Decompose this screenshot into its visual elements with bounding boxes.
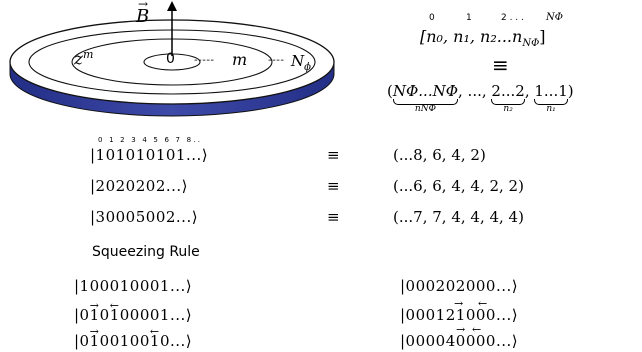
ring-dashes: ----- <box>194 55 215 66</box>
field-vector-arrow: → <box>138 0 149 11</box>
arrow-left-icon: ← <box>109 299 120 312</box>
disk-illustration <box>9 1 335 117</box>
equiv-row-1: ≡ <box>327 146 340 164</box>
occupation-index-n: NΦ <box>546 12 563 23</box>
ring-left-label: zm <box>74 48 94 70</box>
group-nphi-count: nNΦ <box>414 104 436 114</box>
group-two: 2...2 <box>491 82 525 100</box>
squeeze-right-2: |000121000...⟩ <box>400 306 519 324</box>
partition-row-3: (...7, 7, 4, 4, 4, 4) <box>393 208 524 226</box>
ket-row-1: |101010101...⟩ <box>90 146 209 164</box>
arrow-right-icon: → <box>89 325 100 338</box>
partition-row-1: (...8, 6, 4, 2) <box>393 146 486 164</box>
group-two-count: n₂ <box>503 104 513 114</box>
ket-row-3: |30005002...⟩ <box>90 208 199 226</box>
group-one-count: n₁ <box>546 104 556 114</box>
ring-right-label: m <box>232 50 248 69</box>
arrow-right-icon: → <box>89 299 100 312</box>
squeeze-left-3: |0→100100←10...⟩ <box>74 325 193 350</box>
arrow-right-icon: → <box>454 297 464 310</box>
squeeze-right-1: |000202000...⟩ <box>400 277 519 295</box>
field-label: → B <box>136 0 149 27</box>
field-arrowhead <box>167 1 177 11</box>
orbital-indices: 0 1 2 3 4 5 6 7 8.. <box>98 136 203 144</box>
equiv-row-3: ≡ <box>327 208 340 226</box>
arrow-left-icon: ← <box>478 297 488 310</box>
arrow-left-icon: ← <box>149 325 160 338</box>
occupation-index-1: 1 <box>466 13 472 23</box>
squeezing-title: Squeezing Rule <box>92 244 200 260</box>
arrow-left-icon: ← <box>472 323 482 336</box>
group-two-brace <box>491 99 525 105</box>
squeeze-left-2: |0→101←00001...⟩ <box>74 299 193 324</box>
equiv-row-2: ≡ <box>327 177 340 195</box>
occupation-equiv: ≡ <box>492 53 509 77</box>
occupation-index-0: 0 <box>429 13 435 23</box>
center-label: 0 <box>166 51 175 67</box>
ket-row-2: |2020202...⟩ <box>90 177 189 195</box>
group-one: 1...1 <box>534 82 568 100</box>
occupation-index-2: 2 . . . <box>501 13 524 23</box>
group-nphi: NΦ...NΦ <box>392 82 459 100</box>
arrow-right-icon: → <box>456 323 466 336</box>
group-nphi-brace <box>392 99 459 105</box>
group-one-brace <box>534 99 568 105</box>
squeeze-right-3: |000040000...⟩ <box>400 332 519 350</box>
edge-dashes: ---- <box>268 55 285 66</box>
partition-row-2: (...6, 6, 4, 4, 2, 2) <box>393 177 524 195</box>
squeeze-left-1: |100010001...⟩ <box>74 277 193 295</box>
occupation-vector: [n₀, n₁, n₂...nNΦ] <box>420 27 546 50</box>
edge-label: Nϕ <box>291 52 311 73</box>
